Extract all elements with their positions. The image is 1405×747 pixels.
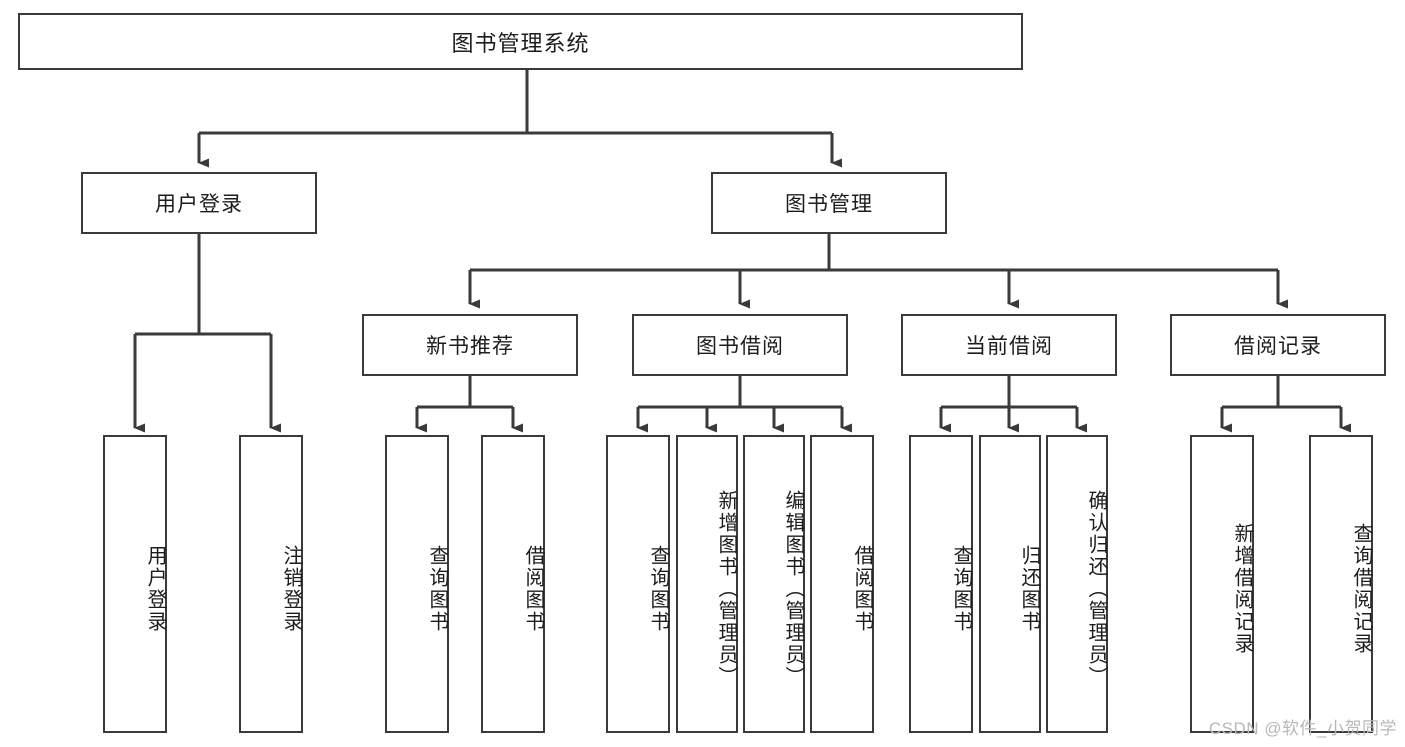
- leaf-add-record[interactable]: 新增借阅记录: [1190, 435, 1254, 733]
- leaf-query-book-3-label: 查询图书: [950, 545, 972, 633]
- leaf-borrow-book-1-label: 借阅图书: [522, 545, 544, 633]
- leaf-query-book-2[interactable]: 查询图书: [606, 435, 670, 733]
- leaf-user-login[interactable]: 用户登录: [103, 435, 167, 733]
- node-borrow-record[interactable]: 借阅记录: [1170, 314, 1386, 376]
- node-new-book-recommend[interactable]: 新书推荐: [362, 314, 578, 376]
- leaf-edit-book[interactable]: 编辑图书（管理员）: [743, 435, 805, 733]
- leaf-add-book-label: 新增图书（管理员）: [715, 490, 737, 688]
- node-borrow-record-label: 借阅记录: [1234, 335, 1322, 358]
- leaf-user-login-label: 用户登录: [144, 545, 166, 633]
- node-current-borrow-label: 当前借阅: [965, 335, 1053, 358]
- leaf-query-record-label: 查询借阅记录: [1350, 523, 1372, 655]
- node-root[interactable]: 图书管理系统: [18, 13, 1023, 70]
- leaf-borrow-book-2-label: 借阅图书: [851, 545, 873, 633]
- leaf-add-book[interactable]: 新增图书（管理员）: [676, 435, 738, 733]
- leaf-query-book-1[interactable]: 查询图书: [385, 435, 449, 733]
- leaf-edit-book-label: 编辑图书（管理员）: [782, 490, 804, 688]
- leaf-confirm-return-label: 确认归还（管理员）: [1085, 490, 1107, 688]
- node-book-manage-label: 图书管理: [785, 193, 873, 216]
- leaf-return-book[interactable]: 归还图书: [979, 435, 1041, 733]
- leaf-logout-label: 注销登录: [280, 545, 302, 633]
- leaf-logout[interactable]: 注销登录: [239, 435, 303, 733]
- node-new-book-recommend-label: 新书推荐: [426, 335, 514, 358]
- leaf-borrow-book-2[interactable]: 借阅图书: [810, 435, 874, 733]
- leaf-borrow-book-1[interactable]: 借阅图书: [481, 435, 545, 733]
- node-root-label: 图书管理系统: [451, 30, 590, 56]
- leaf-query-book-3[interactable]: 查询图书: [909, 435, 973, 733]
- leaf-query-record[interactable]: 查询借阅记录: [1309, 435, 1373, 733]
- node-book-manage[interactable]: 图书管理: [711, 172, 947, 234]
- leaf-return-book-label: 归还图书: [1018, 545, 1040, 633]
- node-book-borrow-label: 图书借阅: [696, 335, 784, 358]
- leaf-query-book-2-label: 查询图书: [647, 545, 669, 633]
- leaf-confirm-return[interactable]: 确认归还（管理员）: [1046, 435, 1108, 733]
- leaf-query-book-1-label: 查询图书: [426, 545, 448, 633]
- leaf-add-record-label: 新增借阅记录: [1231, 523, 1253, 655]
- node-user-login-label: 用户登录: [155, 193, 243, 216]
- node-book-borrow[interactable]: 图书借阅: [632, 314, 848, 376]
- node-user-login[interactable]: 用户登录: [81, 172, 317, 234]
- node-current-borrow[interactable]: 当前借阅: [901, 314, 1117, 376]
- watermark-csdn: CSDN @软件_小贺同学: [1208, 719, 1397, 738]
